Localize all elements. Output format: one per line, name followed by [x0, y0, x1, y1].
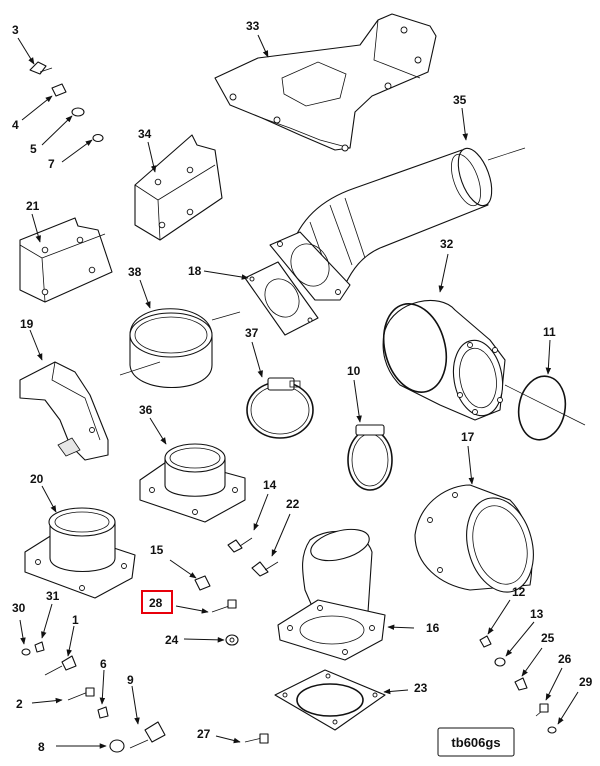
callout-16: 16	[426, 621, 440, 635]
callout-5: 5	[30, 142, 37, 156]
hardware-stud-28	[211, 599, 237, 613]
callout-30: 30	[12, 601, 26, 615]
callout-8: 8	[38, 740, 45, 754]
part-20-flange-adapter	[24, 507, 136, 599]
callout-33: 33	[246, 19, 260, 33]
callout-31: 31	[46, 589, 60, 603]
callout-35: 35	[453, 93, 467, 107]
hardware-bolt-2	[67, 687, 95, 701]
callout-23: 23	[414, 681, 428, 695]
callout-21: 21	[26, 199, 40, 213]
reference-code: tb606gs	[451, 735, 500, 750]
hardware-nut-4	[51, 83, 67, 97]
callout-10: 10	[347, 364, 361, 378]
hardware-screw-3	[29, 61, 53, 75]
part-37-hose-clamp	[246, 377, 314, 439]
part-33-mounting-bracket	[214, 13, 437, 152]
part-23-gasket	[274, 669, 386, 731]
hardware-washer-8	[109, 739, 125, 753]
callout-12: 12	[512, 585, 526, 599]
callout-1: 1	[72, 613, 79, 627]
part-17-bell-housing	[414, 484, 534, 593]
hardware-washer-29	[547, 726, 557, 734]
callout-14: 14	[263, 478, 277, 492]
callout-labels: 3 4 5 7 33 35 34 21 18 32 38 19 37 11 10…	[12, 19, 593, 754]
reference-code-box: tb606gs	[437, 727, 515, 757]
callout-24: 24	[165, 633, 179, 647]
part-21-angle-bracket	[19, 217, 113, 303]
part-38-sleeve	[119, 308, 241, 389]
hardware-washer-30	[21, 648, 31, 656]
callout-11: 11	[543, 325, 556, 339]
hardware-bolt-14	[227, 537, 253, 553]
part-18-gasket	[244, 261, 319, 336]
leader-lines	[17, 34, 579, 749]
callout-32: 32	[440, 237, 454, 251]
callout-6: 6	[100, 657, 107, 671]
hardware-nut-6	[97, 706, 109, 719]
callout-37: 37	[245, 326, 259, 340]
callout-7: 7	[48, 157, 55, 171]
callout-3: 3	[12, 23, 19, 37]
hardware-bolt-26	[535, 703, 549, 717]
callout-13: 13	[530, 607, 544, 621]
callout-19: 19	[20, 317, 34, 331]
callout-38: 38	[128, 265, 142, 279]
hardware-bolt-27	[244, 733, 269, 744]
part-32-flange-housing	[382, 299, 586, 426]
hardware-washer-5	[71, 107, 85, 117]
callout-29: 29	[579, 675, 593, 689]
callout-9: 9	[127, 673, 134, 687]
part-10-v-band-clamp	[347, 424, 393, 491]
callout-28: 28	[149, 596, 163, 610]
hardware-nut-25	[514, 677, 528, 691]
hardware-washer-7	[92, 133, 104, 143]
callout-27: 27	[197, 727, 211, 741]
part-34-angle-bracket	[134, 134, 223, 241]
part-11-o-ring	[517, 375, 567, 441]
hardware-nut-15	[194, 575, 211, 591]
hardware-bolt-9	[129, 721, 166, 749]
callout-17: 17	[461, 430, 475, 444]
hardware-washer-13	[494, 657, 506, 667]
hardware-nut-12	[479, 635, 492, 648]
part-19-support-casting	[19, 361, 109, 461]
part-36-flange-adapter	[139, 443, 246, 523]
part-35-intake-pipe	[269, 147, 526, 301]
callout-22: 22	[286, 497, 300, 511]
callout-25: 25	[541, 631, 555, 645]
callout-34: 34	[138, 127, 152, 141]
callout-18: 18	[188, 264, 202, 278]
callout-2: 2	[16, 697, 23, 711]
part-16-flanged-elbow	[277, 528, 386, 661]
hardware-washer-24	[225, 634, 239, 646]
callout-26: 26	[558, 652, 572, 666]
callout-28-highlight-box	[141, 590, 173, 614]
callout-20: 20	[30, 472, 44, 486]
hardware-bolt-22	[251, 561, 279, 577]
callout-15: 15	[150, 543, 164, 557]
callout-4: 4	[12, 118, 19, 132]
callout-36: 36	[139, 403, 153, 417]
hardware-nut-31	[34, 641, 45, 653]
hardware-bolt-1	[44, 655, 77, 676]
